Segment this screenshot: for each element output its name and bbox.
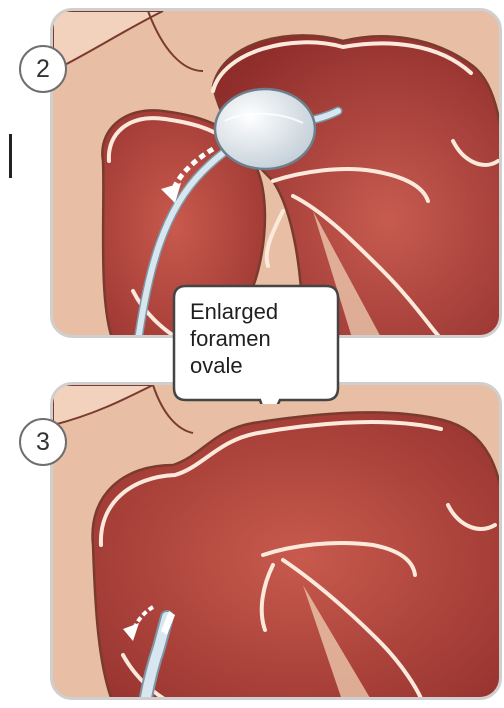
step-3-heart-illustration [53, 385, 502, 700]
step-3-badge: 3 [19, 418, 67, 466]
balloon-catheter-icon [215, 89, 315, 169]
step-2-number: 2 [36, 55, 50, 84]
step-3-panel [50, 382, 502, 700]
step-2-badge: 2 [19, 45, 67, 93]
edge-mark [9, 134, 12, 178]
foramen-ovale-callout: Enlarged foramen ovale [172, 284, 340, 404]
step-3-number: 3 [36, 428, 50, 457]
callout-label: Enlarged foramen ovale [190, 298, 330, 379]
